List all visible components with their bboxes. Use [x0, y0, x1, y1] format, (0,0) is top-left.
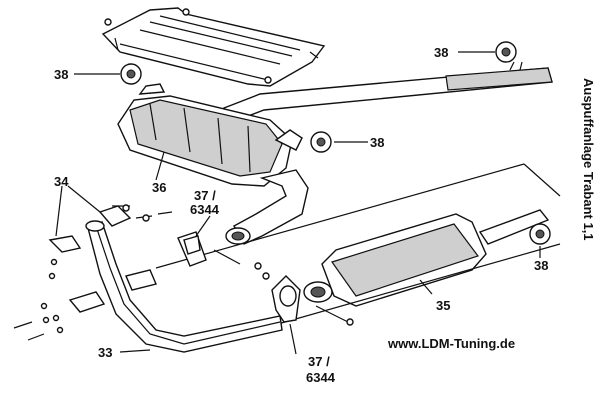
website-label: www.LDM-Tuning.de [387, 336, 515, 351]
rear-silencer [303, 209, 550, 307]
label-33: 33 [98, 345, 112, 360]
label-37-upper-line1: 37 / [194, 188, 216, 203]
clamps-and-fasteners [13, 204, 354, 341]
heat-shield-plate [101, 7, 326, 87]
label-34: 34 [54, 174, 69, 189]
label-38-right: 38 [534, 258, 548, 273]
label-35: 35 [436, 298, 450, 313]
label-37-lower-line2: 6344 [306, 370, 336, 385]
tail-pipe-upper [222, 61, 553, 123]
front-silencer [117, 83, 303, 187]
label-38-left: 38 [54, 67, 68, 82]
label-36: 36 [152, 180, 166, 195]
label-38-mid: 38 [370, 135, 384, 150]
rubber-mount-rings [120, 41, 551, 245]
diagram-title: Auspuffanlage Trabant 1,1 [581, 78, 596, 241]
connector-pipe [225, 169, 309, 245]
label-37-lower-line1: 37 / [308, 354, 330, 369]
leader-lines [55, 51, 541, 355]
label-38-top-right: 38 [434, 45, 448, 60]
label-37-upper-line2: 6344 [190, 202, 220, 217]
